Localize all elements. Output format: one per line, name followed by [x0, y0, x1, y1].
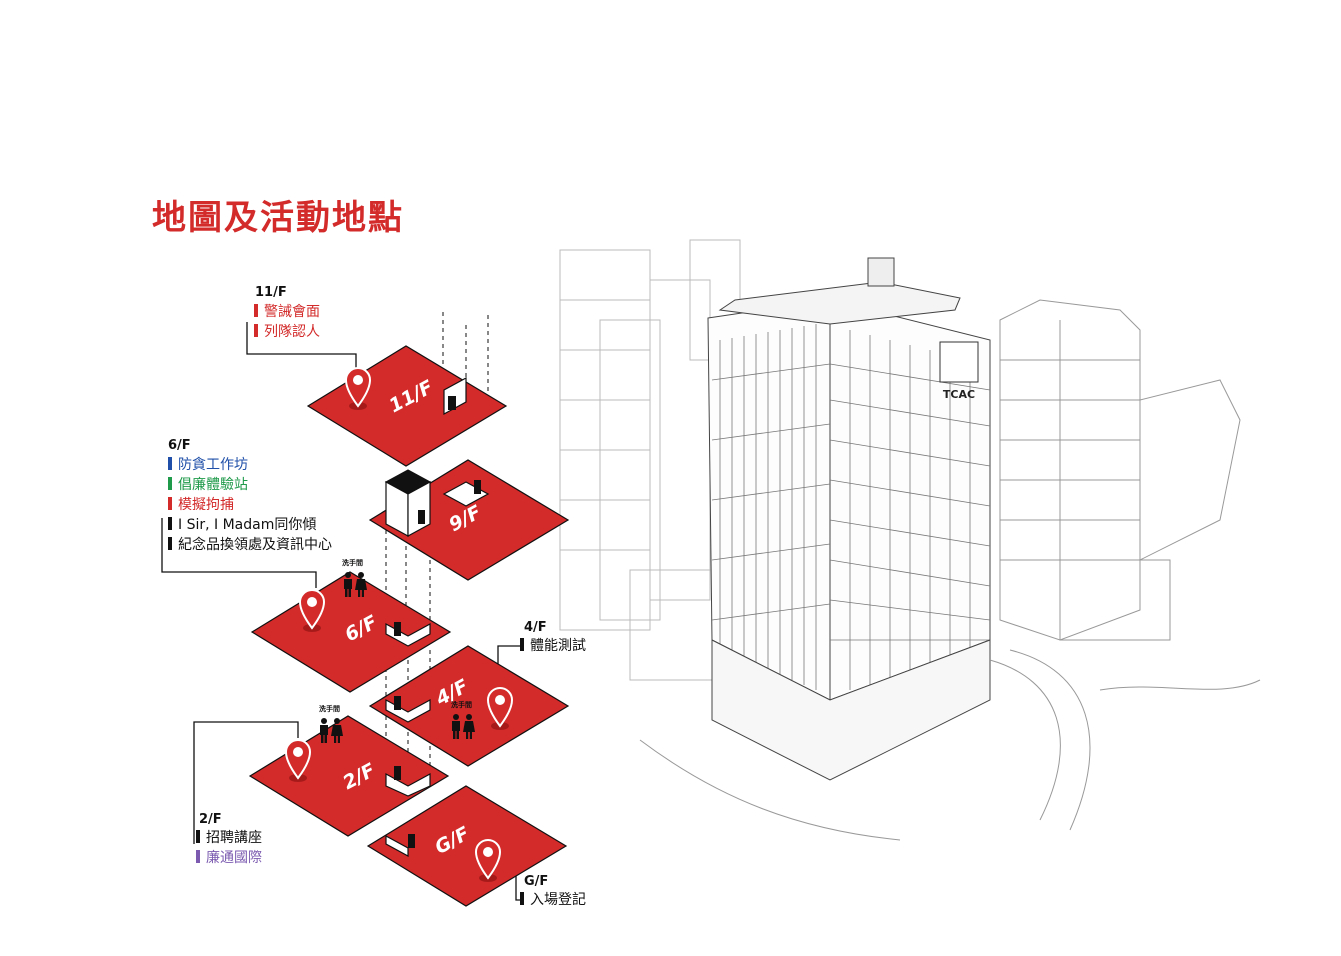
floor-label-gf: G/F [524, 874, 549, 889]
activity-text: 紀念品換領處及資訊中心 [178, 537, 332, 553]
activity-text: 廉通國際 [206, 850, 262, 866]
activity-item: 紀念品換領處及資訊中心 [168, 535, 332, 555]
activity-item: 廉通國際 [196, 848, 262, 868]
activity-color-bar [168, 517, 172, 530]
floor-label-11f: 11/F [255, 285, 287, 300]
activity-list-11f: 警誡會面 列隊認人 [254, 302, 320, 342]
washroom-icon [344, 572, 367, 597]
floor-label-6f: 6/F [168, 438, 191, 453]
building-sign-text: TCAC [943, 388, 975, 401]
floor-plate-gf: G/F [366, 785, 568, 907]
location-pin-icon [344, 367, 372, 410]
activity-color-bar [168, 497, 172, 510]
activity-color-bar [168, 457, 172, 470]
activity-item: 倡廉體驗站 [168, 475, 332, 495]
activity-item: 體能測試 [520, 636, 586, 656]
activity-text: 模擬拘捕 [178, 497, 234, 513]
activity-color-bar [168, 477, 172, 490]
activity-text: 入場登記 [530, 892, 586, 908]
activity-item: I Sir, I Madam同你傾 [168, 515, 332, 535]
activity-item: 入場登記 [520, 890, 586, 910]
building-sketch [559, 239, 1261, 841]
floor-plate-4f: 4/F [368, 645, 570, 767]
activity-list-6f: 防貪工作坊 倡廉體驗站 模擬拘捕 I Sir, I Madam同你傾 紀念品換領… [168, 455, 332, 555]
activity-color-bar [520, 638, 524, 651]
location-pin-icon [298, 589, 326, 632]
activity-color-bar [168, 537, 172, 550]
activity-color-bar [254, 304, 258, 317]
washroom-icon [452, 714, 475, 739]
building-sign: TCAC [939, 341, 979, 401]
activity-color-bar [520, 892, 524, 905]
elevator-cores [384, 376, 490, 858]
activity-item: 招聘講座 [196, 828, 262, 848]
activity-list-2f: 招聘講座 廉通國際 [196, 828, 262, 868]
activity-text: I Sir, I Madam同你傾 [178, 517, 317, 533]
activity-list-gf: 入場登記 [520, 890, 586, 910]
callout-line-6f [161, 518, 317, 588]
washroom-icon [320, 718, 343, 743]
activity-item: 防貪工作坊 [168, 455, 332, 475]
activity-text: 防貪工作坊 [178, 457, 248, 473]
activity-color-bar [196, 830, 200, 843]
activity-text: 倡廉體驗站 [178, 477, 248, 493]
washroom-label: 洗手間 [342, 559, 363, 567]
callout-line-2f [193, 721, 299, 844]
activity-text: 體能測試 [530, 638, 586, 654]
activity-text: 列隊認人 [264, 324, 320, 340]
floor-label-2f: 2/F [199, 812, 222, 827]
callout-line-11f [246, 322, 357, 368]
location-pin-icon [284, 739, 312, 782]
floor-plate-11f: 11/F [306, 345, 508, 467]
page-title: 地圖及活動地點 [152, 198, 404, 238]
floor-label-4f: 4/F [524, 620, 547, 635]
washroom-label: 洗手間 [319, 705, 340, 713]
location-pin-icon [474, 839, 502, 882]
activity-text: 招聘講座 [206, 830, 262, 846]
activity-item: 警誡會面 [254, 302, 320, 322]
washroom-label: 洗手間 [451, 701, 472, 709]
location-pin-icon [486, 687, 514, 730]
activity-color-bar [196, 850, 200, 863]
activity-text: 警誡會面 [264, 304, 320, 320]
activity-list-4f: 體能測試 [520, 636, 586, 656]
activity-item: 模擬拘捕 [168, 495, 332, 515]
activity-item: 列隊認人 [254, 322, 320, 342]
activity-color-bar [254, 324, 258, 337]
